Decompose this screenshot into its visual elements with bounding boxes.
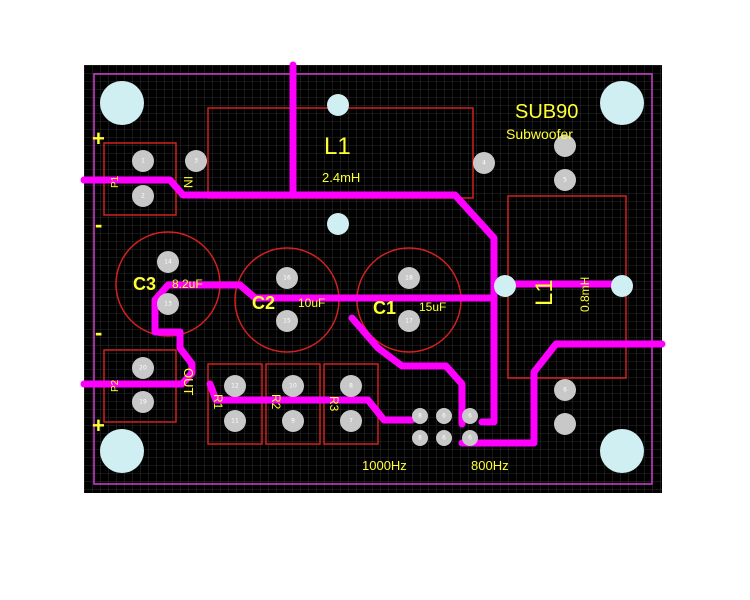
p2-out-label: OUT [181, 368, 196, 396]
padnum-jumper-a1: 8 [418, 413, 422, 420]
traces [80, 61, 666, 447]
padnum-p1-2: 2 [141, 193, 145, 200]
board-title: SUB90 [515, 101, 578, 123]
pad-l1b-5 [554, 169, 576, 191]
padnum-in-3: 3 [194, 158, 198, 165]
mounting-hole-top-right [600, 81, 644, 125]
padnum-c1-18: 18 [405, 275, 413, 282]
padnum-r1-11: 11 [231, 418, 239, 425]
minus-top: - [95, 212, 102, 237]
board-grid [84, 65, 662, 493]
padnum-p2-19: 19 [139, 399, 147, 406]
c1-label: C1 [373, 298, 396, 318]
pad-l1b-6 [554, 379, 576, 401]
pad-jumper-b1 [412, 430, 428, 446]
pad-c2-15 [276, 310, 298, 332]
pad-r3-7 [340, 410, 362, 432]
l1-left-value: 2.4mH [322, 170, 360, 185]
pad-in-3 [185, 150, 207, 172]
pads [132, 94, 633, 446]
pad-l1b-bottom [554, 413, 576, 435]
pad-c3-14 [157, 251, 179, 273]
l1-left-label: L1 [324, 133, 351, 160]
padnum-r1-12: 12 [231, 383, 239, 390]
pad-r1-12 [224, 375, 246, 397]
pad-r3-8 [340, 375, 362, 397]
padnum-jumper-b3: 6 [468, 435, 472, 442]
board-outline [93, 73, 653, 485]
padnum-p1-1: 1 [141, 158, 145, 165]
pad-p2-20 [132, 357, 154, 379]
pad-jumper-a1 [412, 408, 428, 424]
p1-label: P1 [110, 175, 121, 188]
r2-label: R2 [269, 394, 283, 410]
pad-l1b-top [554, 135, 576, 157]
pad-p2-19 [132, 391, 154, 413]
c3-value: 8.2uF [172, 277, 203, 291]
padnum-c3-13: 13 [164, 301, 172, 308]
plus-top: + [92, 126, 105, 151]
plus-bottom: + [92, 413, 105, 438]
r3-footprint [323, 363, 379, 445]
mounting-hole-bottom-left [100, 429, 144, 473]
padnum-c1-17: 17 [405, 318, 413, 325]
pad-c2-16 [276, 267, 298, 289]
padnum-jumper-a3: 6 [468, 413, 472, 420]
pad-c3-13 [157, 293, 179, 315]
c3-label: C3 [133, 274, 156, 294]
padnum-jumper-a2: 6 [442, 413, 446, 420]
mounting-hole-bottom-right [600, 429, 644, 473]
pad-l1-hole-bottom [327, 213, 349, 235]
padnum-jumper-b1: 8 [418, 435, 422, 442]
pad-p1-2 [132, 185, 154, 207]
c2-value: 10uF [298, 296, 325, 310]
pad-r1-11 [224, 410, 246, 432]
pad-l1-hole-top [327, 94, 349, 116]
p2-label: P2 [110, 379, 121, 392]
pad-c1-18 [398, 267, 420, 289]
r3-label: R3 [327, 396, 341, 412]
padnum-r3-7: 7 [349, 418, 353, 425]
r1-footprint [207, 363, 263, 445]
pad-l1b-left [494, 275, 516, 297]
padnum-r2-9: 9 [291, 418, 295, 425]
pad-jumper-a2 [436, 408, 452, 424]
pad-r2-9 [282, 410, 304, 432]
padnum-l1b-5: 5 [563, 177, 567, 184]
c1-value: 15uF [419, 300, 446, 314]
padnum-l1b-6: 6 [563, 387, 567, 394]
r2-footprint [265, 363, 321, 445]
pad-jumper-a3 [462, 408, 478, 424]
freq-800hz: 800Hz [471, 458, 509, 473]
board-subtitle: Subwoofer [506, 126, 573, 142]
minus-bottom: - [95, 320, 102, 345]
l1-right-value: 0.8mH [578, 277, 592, 312]
pad-jumper-b2 [436, 430, 452, 446]
padnum-c2-15: 15 [283, 318, 291, 325]
pad-r2-10 [282, 375, 304, 397]
l1-right-label: L1 [531, 279, 558, 306]
padnum-l1-4: 4 [482, 160, 486, 167]
pad-c1-17 [398, 310, 420, 332]
p1-in-label: IN [181, 176, 195, 188]
padnum-jumper-b2: 6 [442, 435, 446, 442]
padnum-c3-14: 14 [164, 259, 172, 266]
c2-label: C2 [252, 293, 275, 313]
pad-l1b-right [611, 275, 633, 297]
silkscreen: SUB90 Subwoofer L1 2.4mH L1 0.8mH C3 8.2… [92, 101, 592, 473]
padnum-r2-10: 10 [289, 383, 297, 390]
padnum-r3-8: 8 [349, 383, 353, 390]
pad-l1-4 [473, 152, 495, 174]
padnum-c2-16: 16 [283, 275, 291, 282]
r1-label: R1 [211, 394, 225, 410]
pad-numbers: 1 2 3 4 5 6 14 13 16 15 18 17 20 19 12 1… [139, 158, 567, 442]
freq-1000hz: 1000Hz [362, 458, 407, 473]
pad-p1-1 [132, 150, 154, 172]
mounting-hole-top-left [100, 81, 144, 125]
padnum-p2-20: 20 [139, 365, 147, 372]
pad-jumper-b3 [462, 430, 478, 446]
